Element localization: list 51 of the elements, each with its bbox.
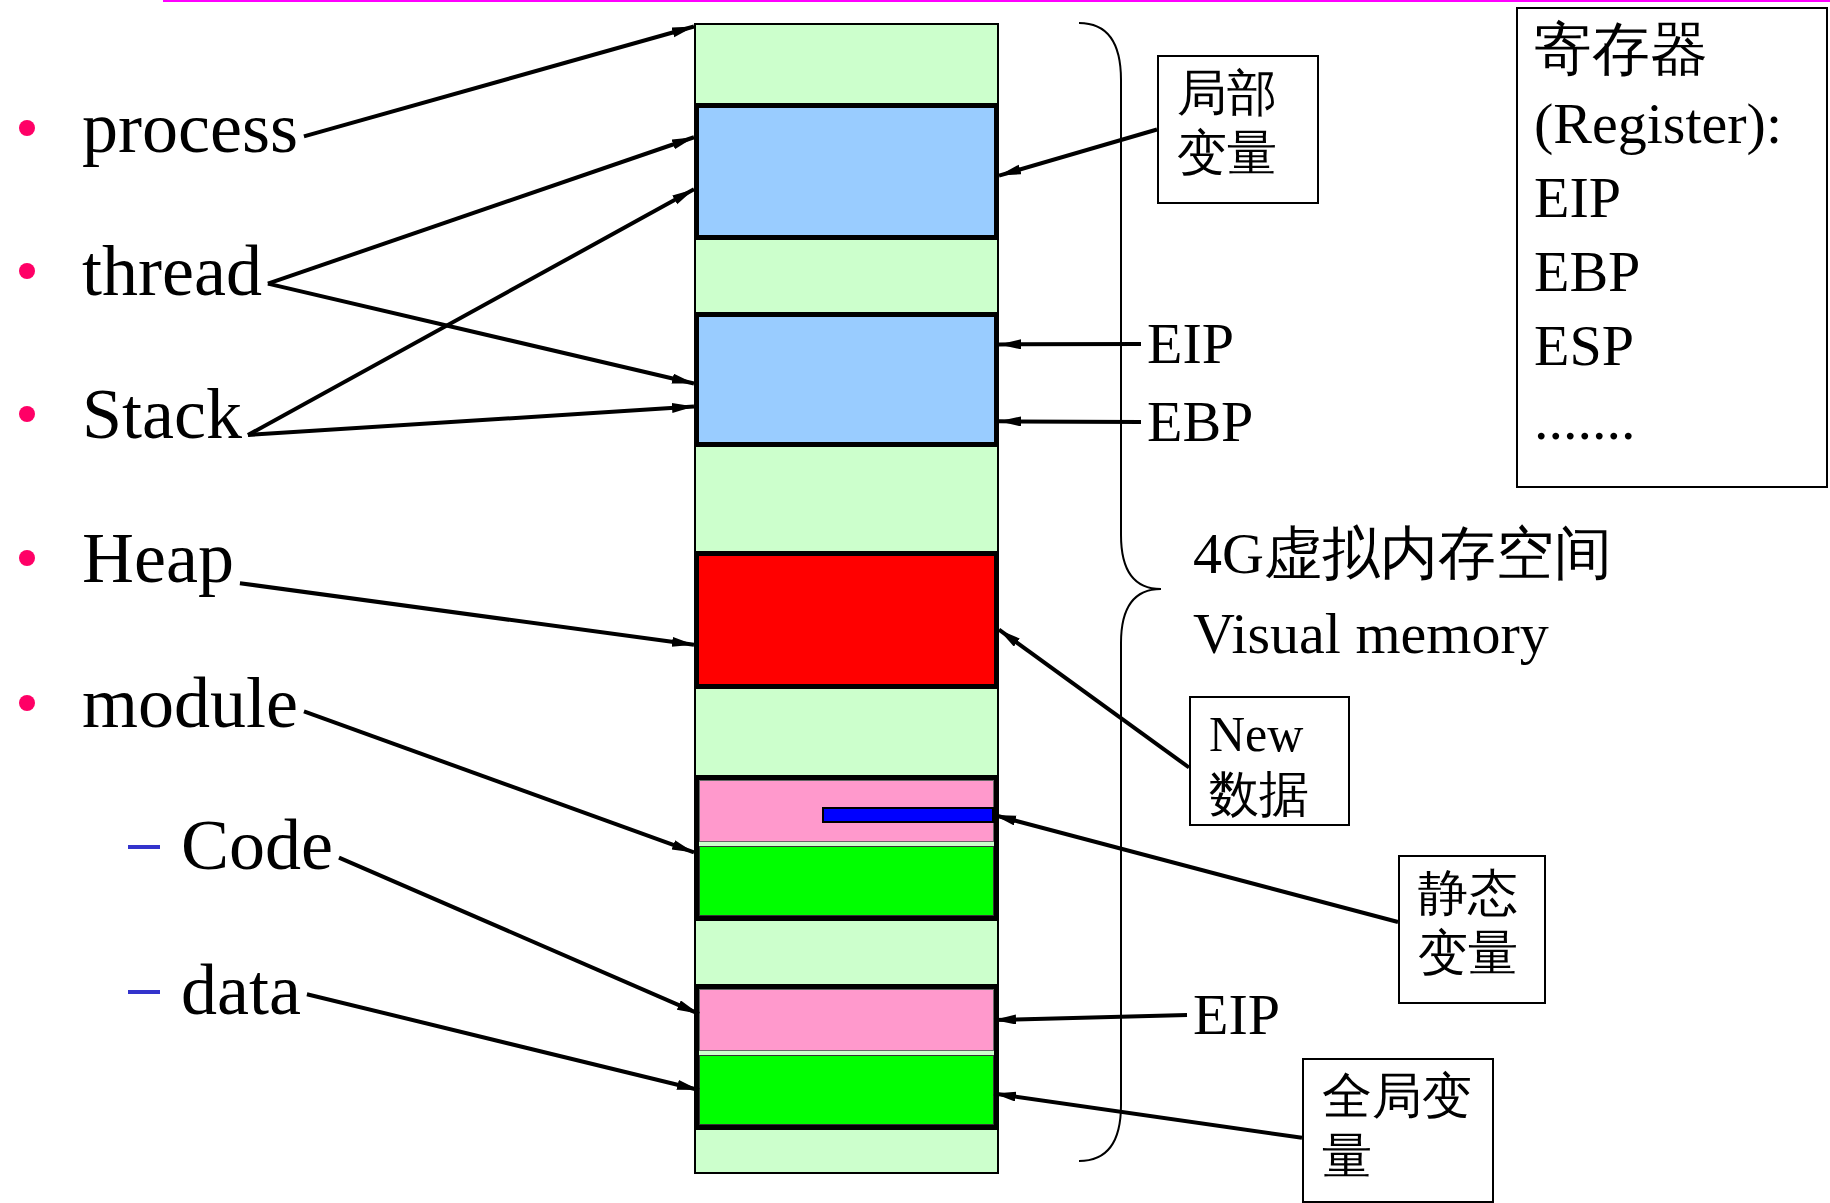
list-item-text: Stack [82,372,242,456]
static-variable-bar [822,807,994,823]
register-label: EIP [1147,311,1234,377]
note-text: 静态变量 [1418,864,1519,983]
note-box [1157,55,1319,204]
memory-column [694,23,999,1174]
register-label: EIP [1193,982,1280,1048]
list-item-text: Code [181,803,333,887]
code-segment [699,780,994,842]
arrow [303,709,695,855]
arrow [303,24,695,139]
register-name: EBP [1534,238,1642,306]
list-item-text: data [181,948,301,1032]
region-label: 4G虚拟内存空间 [1193,520,1612,588]
note-box [1302,1058,1494,1203]
arrow [999,416,1141,427]
note-text: 全局变量 [1322,1067,1473,1186]
arrow [999,339,1141,350]
arrow [997,628,1191,770]
arrow [993,1091,1303,1140]
arrow [306,992,700,1092]
data-segment [699,1055,994,1125]
register-name: ....... [1534,386,1637,454]
register-heading: 寄存器 (Register): [1534,16,1784,158]
note-text: New 数据 [1209,705,1310,824]
arrow [247,187,695,437]
arrow [267,281,695,386]
arrow [338,855,700,1016]
data-segment [699,846,994,916]
register-list-box [1516,7,1828,488]
list-item-text: module [82,661,298,745]
note-text: 局部变量 [1177,64,1278,183]
list-item-text: Heap [82,516,234,600]
stack-block [694,103,999,240]
module-block [694,775,999,921]
code-segment [699,989,994,1051]
note-box [1398,855,1546,1004]
arrow [267,135,695,286]
heap-block [694,551,999,689]
note-box [1189,696,1350,826]
arrow [998,127,1158,178]
register-name: EIP [1534,164,1622,232]
arrow [239,581,695,647]
register-name: ESP [1534,312,1635,380]
arrow [247,402,695,437]
region-label: Visual memory [1193,600,1549,668]
list-item-text: process [82,86,298,170]
register-label: EBP [1147,389,1254,455]
stack-block [694,312,999,447]
list-item-text: thread [82,229,262,313]
module-block [694,984,999,1130]
